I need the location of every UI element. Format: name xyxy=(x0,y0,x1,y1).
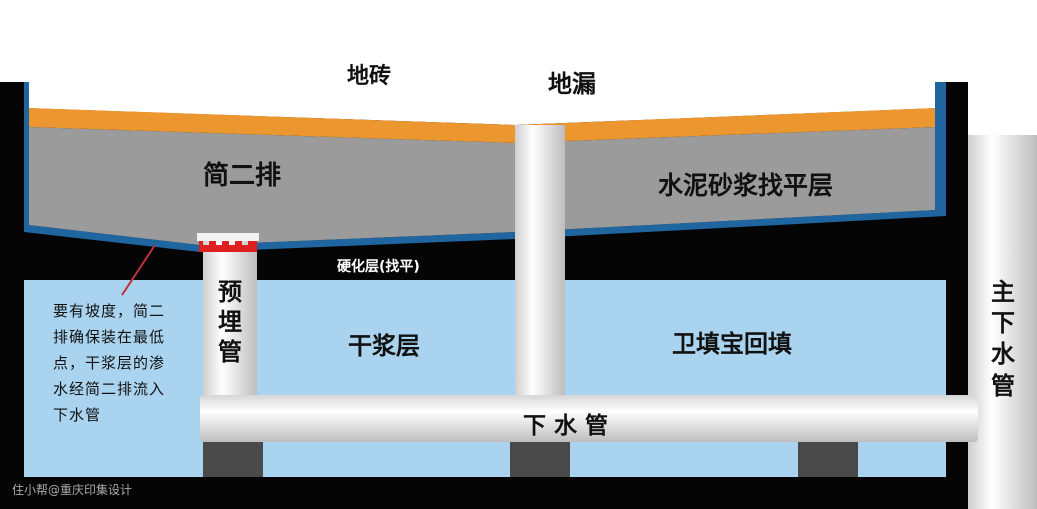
floor-drain-pipe xyxy=(515,125,565,410)
support-block xyxy=(798,442,858,477)
support-block xyxy=(510,442,570,477)
mortar-layer xyxy=(29,127,935,245)
dry-mortar-label: 干浆层 xyxy=(348,332,420,360)
drain-cap-top xyxy=(197,233,259,241)
backfill-label: 卫填宝回填 xyxy=(672,330,792,358)
main-pipe-label: 主下水管 xyxy=(991,278,1015,400)
main-pipe xyxy=(968,135,1037,509)
slope-note: 要有坡度，简二排确保装在最低点，干浆层的渗水经简二排流入下水管 xyxy=(53,302,166,424)
floor-drain-label: 地漏 xyxy=(548,70,596,98)
tile-layer xyxy=(29,108,935,143)
drain-cap xyxy=(199,241,257,252)
simple-drain-label: 简二排 xyxy=(203,161,282,191)
support-block xyxy=(203,442,263,477)
tile-opening xyxy=(24,82,940,125)
cement-mortar-label: 水泥砂浆找平层 xyxy=(658,171,834,200)
dry-mortar-fill xyxy=(24,280,946,477)
preburied-pipe-label: 预埋管 xyxy=(218,278,242,366)
hardened-layer-label: 硬化层(找平) xyxy=(337,259,420,275)
drain-pipe-horizontal xyxy=(200,395,978,442)
drain-pipe-label: 下 水 管 xyxy=(523,413,609,439)
tile-label: 地砖 xyxy=(347,64,392,89)
pointer-line xyxy=(121,244,156,296)
watermark: 住小帮@重庆印集设计 xyxy=(12,483,133,497)
preburied-pipe xyxy=(203,240,257,405)
